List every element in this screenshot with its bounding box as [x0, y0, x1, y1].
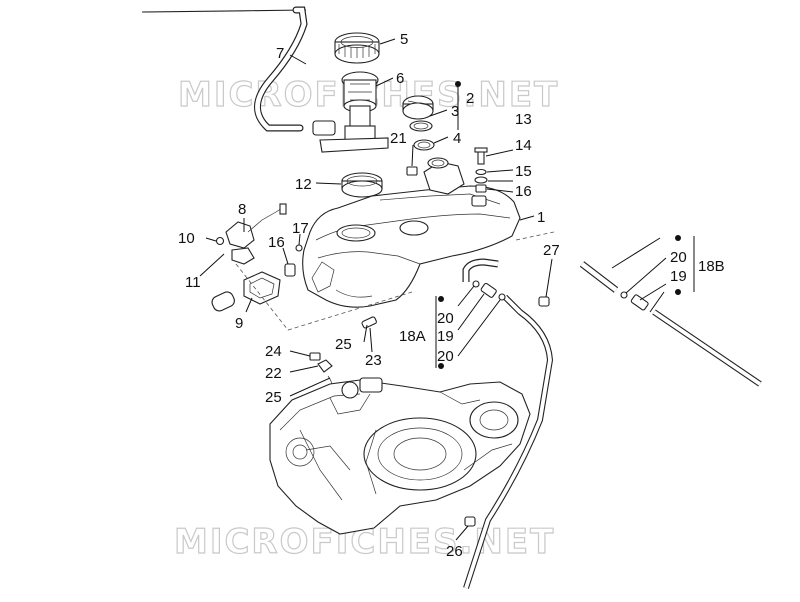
float-11 [211, 291, 235, 312]
callout-27: 27 [543, 242, 560, 259]
callout-24: 24 [265, 343, 282, 360]
assembly-line-tank [515, 231, 555, 241]
callout-18A: 18A [399, 328, 426, 345]
callout-13: 13 [515, 111, 532, 128]
pump-seal-12 [341, 172, 383, 198]
fitting-24 [309, 352, 321, 361]
fitting-22 [317, 359, 333, 373]
engine-assembly [269, 377, 531, 535]
callout-4: 4 [453, 130, 461, 147]
seal-ring-upper [409, 120, 433, 132]
callout-23: 23 [365, 352, 382, 369]
callout-5: 5 [400, 31, 408, 48]
callout-16-top: 16 [515, 183, 532, 200]
callout-6: 6 [396, 70, 404, 87]
callout-17: 17 [292, 220, 309, 237]
clip-17 [295, 244, 303, 252]
grommet-16-left [284, 263, 296, 277]
bolt-13 [474, 147, 488, 165]
fuel-pump-6 [319, 71, 389, 153]
callout-20-a: 20 [437, 310, 454, 327]
pump-ring-nut-5 [334, 32, 380, 64]
callout-2: 2 [466, 90, 474, 107]
clip-27 [538, 296, 550, 307]
callout-1: 1 [537, 209, 545, 226]
callout-10: 10 [178, 230, 195, 247]
callout-12: 12 [295, 176, 312, 193]
fuel-cap-3 [402, 95, 434, 120]
assembly-line-left [235, 263, 413, 331]
clamp-20-a [472, 280, 480, 288]
breather-hose-18B [579, 261, 762, 387]
callout-18B: 18B [698, 258, 725, 275]
fitting-25-upper [361, 316, 377, 329]
spacer-16-top [475, 184, 487, 193]
callout-14: 14 [515, 137, 532, 154]
breather-hose-18A [462, 258, 554, 589]
sensor-gasket-9 [243, 271, 281, 305]
callout-7: 7 [276, 45, 284, 62]
callout-labels: 5 7 6 2 3 4 21 13 14 15 16 12 1 8 10 17 … [178, 31, 725, 560]
clip-21 [406, 166, 418, 176]
clamp-20-b [498, 293, 506, 301]
callout-20-c: 20 [670, 249, 687, 266]
callout-22: 22 [265, 365, 282, 382]
callout-25-lower: 25 [265, 389, 282, 406]
gasket-4 [413, 139, 435, 151]
callout-8: 8 [238, 201, 246, 218]
leader-lines [199, 38, 695, 541]
callout-20-b: 20 [437, 348, 454, 365]
callout-9: 9 [235, 315, 243, 332]
callout-26: 26 [446, 543, 463, 560]
callout-19-b: 19 [670, 268, 687, 285]
callout-16-left: 16 [268, 234, 285, 251]
callout-11: 11 [185, 274, 201, 291]
callout-25-upper: 25 [335, 336, 352, 353]
clip-26 [464, 516, 476, 527]
callout-19-a: 19 [437, 328, 454, 345]
fuel-pump-hose-7 [141, 6, 336, 136]
callout-3: 3 [451, 103, 459, 120]
level-sensor-8 [225, 203, 287, 265]
bullet-dots [438, 81, 681, 369]
callout-15: 15 [515, 163, 532, 180]
washer-15 [474, 176, 488, 184]
screw-10 [215, 236, 225, 246]
fuel-tank-1 [302, 157, 521, 308]
valve-19-a [480, 282, 497, 298]
clamp-20-c [620, 291, 628, 299]
washer-14 [475, 168, 487, 176]
callout-21: 21 [390, 130, 407, 147]
